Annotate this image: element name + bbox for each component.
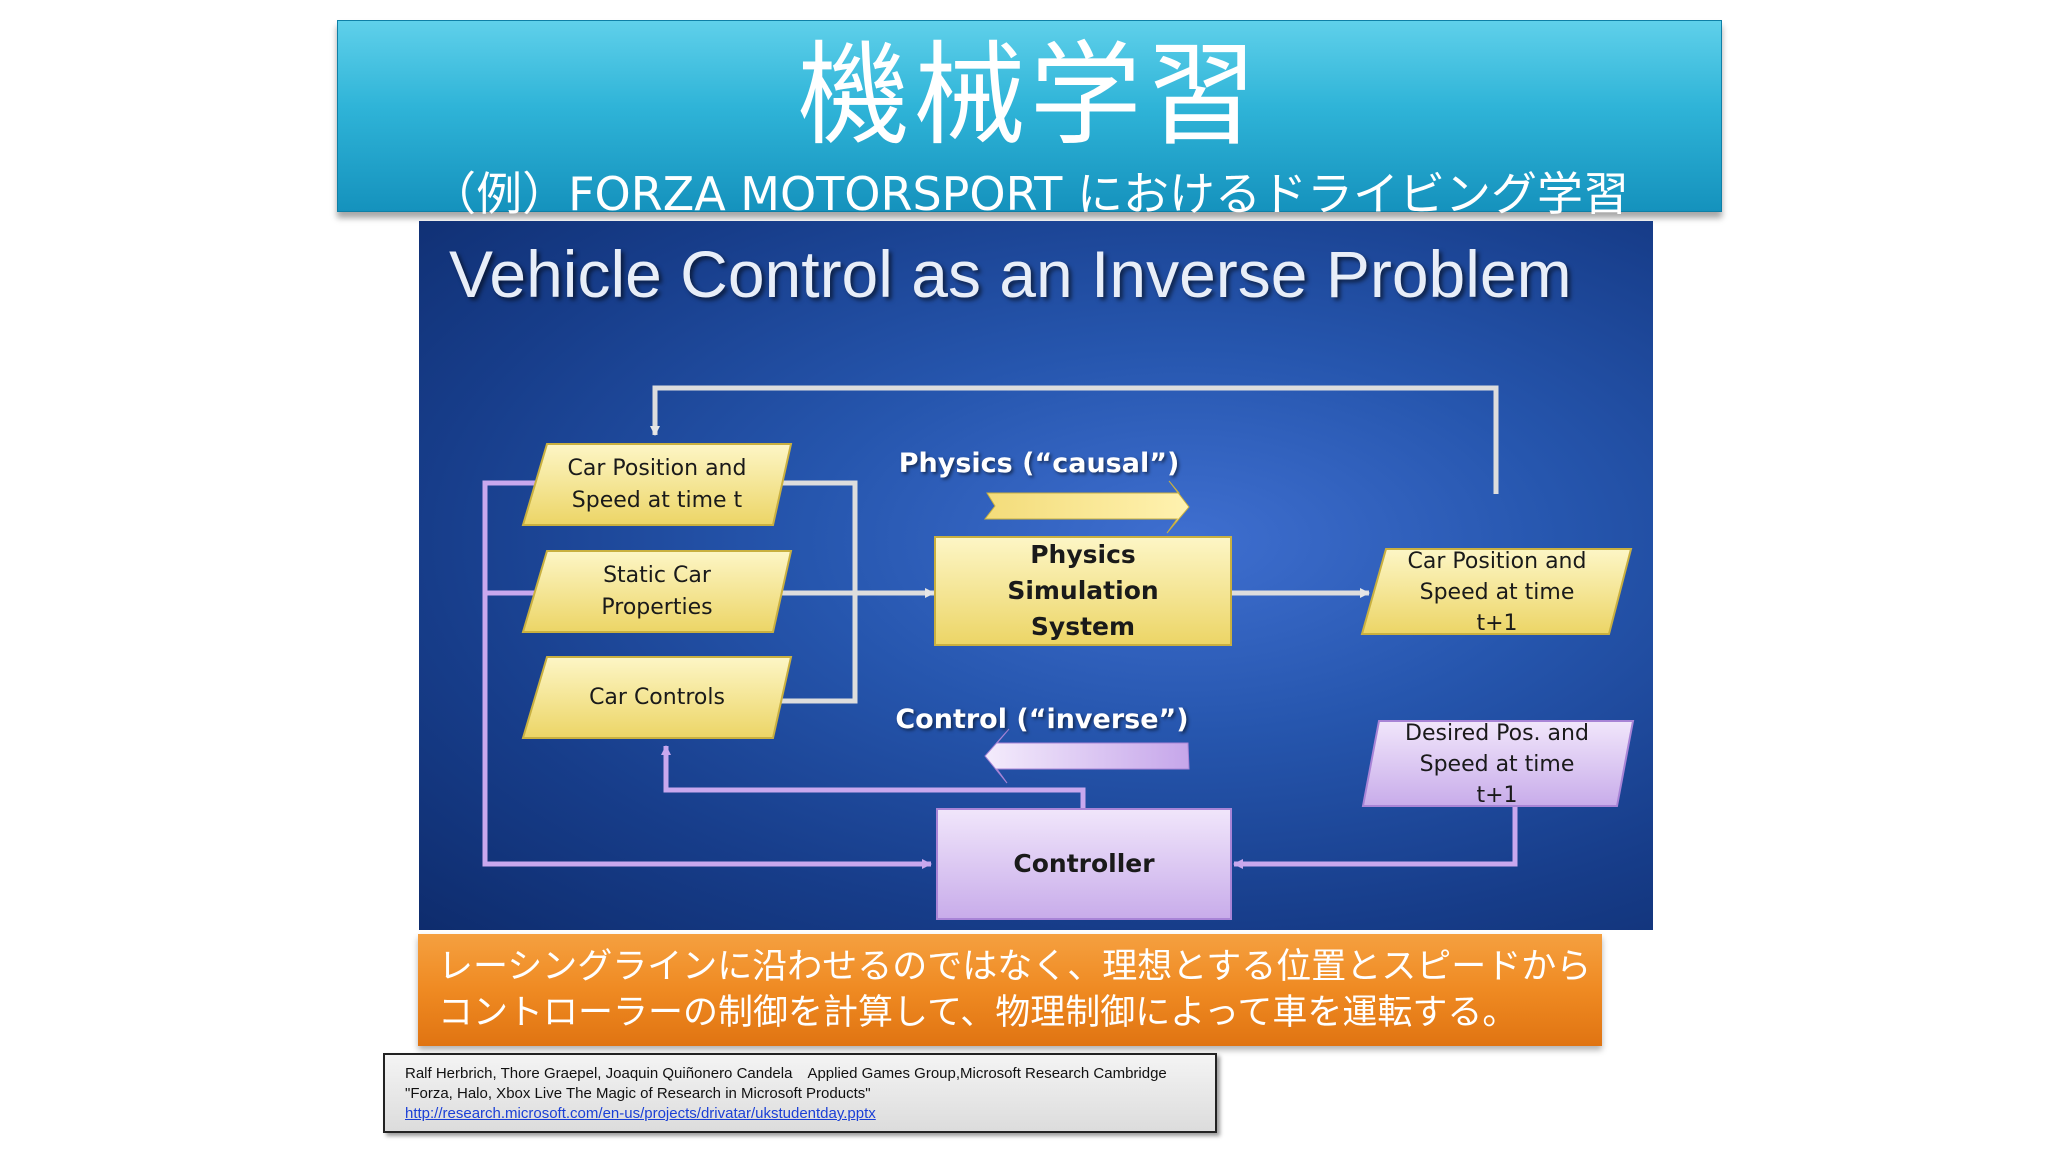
- static-props-node: [521, 550, 793, 633]
- citation-link[interactable]: http://research.microsoft.com/en-us/proj…: [405, 1105, 876, 1122]
- desired-pos-label: Desired Pos. and Speed at time t+1: [1405, 720, 1589, 808]
- citation-title: "Forza, Halo, Xbox Live The Magic of Res…: [405, 1085, 871, 1102]
- explanation-line-1: レーシングラインに沿わせるのではなく、理想とする位置とスピードから: [438, 947, 1592, 987]
- static-props-label: Static Car Properties: [601, 563, 713, 620]
- slide-title: Vehicle Control as an Inverse Problem: [449, 237, 1572, 311]
- controller-input-connector: [482, 480, 932, 869]
- car-controls-node: [521, 656, 793, 739]
- desired-to-controller-connector: [1233, 806, 1518, 869]
- car-position-t1-node: [1360, 548, 1633, 635]
- page-subtitle: （例）FORZA MOTORSPORT におけるドライビング学習: [430, 167, 1629, 221]
- explanation-box: レーシングラインに沿わせるのではなく、理想とする位置とスピードから コントローラ…: [418, 934, 1602, 1046]
- embedded-slide: Vehicle Control as an Inverse Problem Ca…: [419, 221, 1653, 930]
- car-controls-label: Car Controls: [589, 685, 725, 710]
- controller-node: [936, 808, 1232, 920]
- page-title: 機械学習: [797, 31, 1262, 161]
- physics-sim-label: Physics Simulation System: [1007, 540, 1159, 641]
- physics-sim-node: [934, 536, 1232, 646]
- feedback-connector: [650, 385, 1499, 494]
- car-position-t-node: [521, 443, 793, 526]
- header-banner: 機械学習 （例）FORZA MOTORSPORT におけるドライビング学習: [337, 20, 1722, 219]
- car-position-t1-label: Car Position and Speed at time t+1: [1407, 548, 1587, 636]
- explanation-line-2: コントローラーの制御を計算して、物理制御によって車を運転する。: [438, 993, 1518, 1033]
- control-inverse-label: Control (“inverse”): [895, 703, 1189, 735]
- flow-diagram: [482, 385, 1635, 920]
- car-position-t-label: Car Position and Speed at time t: [567, 456, 747, 513]
- physics-causal-arrow: [983, 480, 1190, 534]
- controller-label: Controller: [1013, 849, 1155, 878]
- citation-authors: Ralf Herbrich, Thore Graepel, Joaquin Qu…: [405, 1065, 1167, 1082]
- physics-causal-label: Physics (“causal”): [898, 447, 1180, 479]
- desired-pos-node: [1361, 720, 1635, 807]
- citation-box: Ralf Herbrich, Thore Graepel, Joaquin Qu…: [383, 1053, 1217, 1133]
- control-inverse-arrow: [984, 728, 1190, 784]
- controller-to-controls-connector: [661, 745, 1086, 821]
